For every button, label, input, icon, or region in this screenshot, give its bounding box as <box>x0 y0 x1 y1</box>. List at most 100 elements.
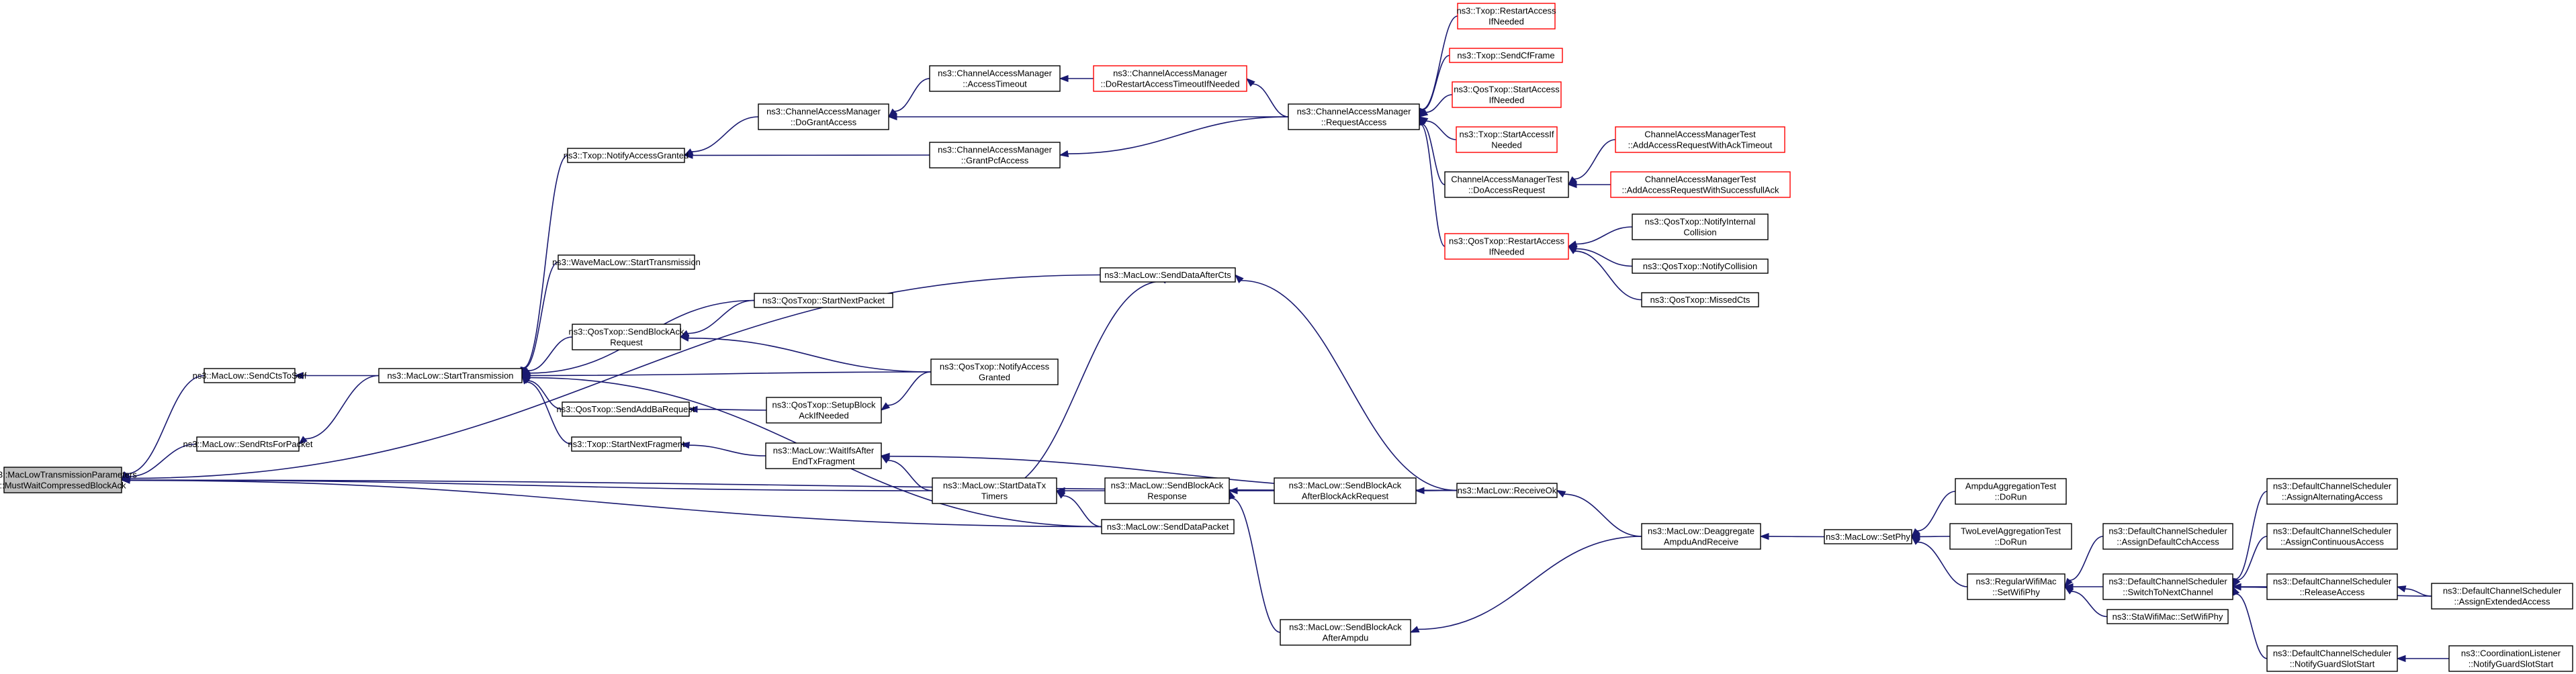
node-box <box>1288 103 1420 130</box>
node-txop-start-next-fragment[interactable]: ns3::Txop::StartNextFragment <box>568 436 685 452</box>
edge-deaggregate-to-receive-ok <box>1564 493 1642 537</box>
edge-arrowhead <box>1910 536 1920 545</box>
node-send-rts-for-packet[interactable]: ns3::MacLow::SendRtsForPacket <box>183 436 313 452</box>
node-coord-notify-guard[interactable]: ns3::CoordinationListener::NotifyGuardSl… <box>2448 645 2573 672</box>
node-label: ns3::MacLow::StartTransmission <box>387 371 513 381</box>
node-set-phy[interactable]: ns3::MacLow::SetPhy <box>1824 529 1912 544</box>
edge-txop-start-access-to-cam-request-access <box>1426 120 1457 140</box>
node-label: ChannelAccessManagerTest <box>1644 130 1756 140</box>
edge-send-data-after-cts-to-root <box>129 274 1101 479</box>
node-box <box>2266 478 2398 505</box>
node-box <box>1949 523 2072 550</box>
edge-qos-send-add-ba-request-to-start-transmission <box>528 380 563 410</box>
node-txop-notify-access-granted[interactable]: ns3::Txop::NotifyAccessGranted <box>564 148 689 163</box>
node-txop-send-cf-frame[interactable]: ns3::Txop::SendCfFrame <box>1449 48 1563 63</box>
edge-arrowhead <box>887 113 897 121</box>
node-box <box>1641 292 1759 307</box>
node-cam-grant-pcf-access[interactable]: ns3::ChannelAccessManager::GrantPcfAcces… <box>929 142 1061 168</box>
edge-arrowhead <box>1055 490 1066 499</box>
edge-dcs-alternating-to-dcs-switch-to-next <box>2235 491 2268 580</box>
node-label: ns3::CoordinationListener <box>2461 648 2561 659</box>
node-qos-notify-access-granted[interactable]: ns3::QosTxop::NotifyAccessGranted <box>930 358 1059 385</box>
node-label: ns3::MacLow::SetPhy <box>1826 532 1910 542</box>
node-label: ns3::MacLow::ReceiveOk <box>1458 485 1557 495</box>
node-dcs-notify-guard[interactable]: ns3::DefaultChannelScheduler::NotifyGuar… <box>2266 645 2398 672</box>
node-wave-start-transmission[interactable]: ns3::WaveMacLow::StartTransmission <box>552 254 701 270</box>
edge-arrowhead <box>1234 274 1244 283</box>
edge-ampdu-test-to-set-phy <box>1917 491 1956 532</box>
node-dcs-extended[interactable]: ns3::DefaultChannelScheduler::AssignExte… <box>2431 583 2573 610</box>
node-send-data-after-cts[interactable]: ns3::MacLow::SendDataAfterCts <box>1100 267 1236 283</box>
node-cam-access-timeout[interactable]: ns3::ChannelAccessManager::AccessTimeout <box>929 65 1061 92</box>
node-label: Response <box>1147 491 1187 501</box>
node-two-level-test[interactable]: TwoLevelAggregationTest::DoRun <box>1949 523 2072 550</box>
node-label: ns3::MacLow::SendBlockAck <box>1289 622 1402 632</box>
graph-nodes: ns3::MacLowTransmissionParameters::MustW… <box>0 3 2573 672</box>
node-cam-do-restart[interactable]: ns3::ChannelAccessManager::DoRestartAcce… <box>1093 65 1247 92</box>
node-ampdu-test[interactable]: AmpduAggregationTest::DoRun <box>1955 478 2067 505</box>
node-label: ns3::DefaultChannelScheduler <box>2108 526 2227 536</box>
node-label: AmpduAggregationTest <box>1965 481 2057 491</box>
node-dcs-alternating[interactable]: ns3::DefaultChannelScheduler::AssignAlte… <box>2266 478 2398 505</box>
node-cam-do-grant-access[interactable]: ns3::ChannelAccessManager::DoGrantAccess <box>758 103 889 130</box>
node-sta-set-wifi-phy[interactable]: ns3::StaWifiMac::SetWifiPhy <box>2106 609 2229 624</box>
node-qos-missed-cts[interactable]: ns3::QosTxop::MissedCts <box>1641 292 1759 307</box>
node-camt-add-timeout[interactable]: ChannelAccessManagerTest::AddAccessReque… <box>1615 126 1785 153</box>
node-label: ns3::ChannelAccessManager <box>938 68 1052 79</box>
node-send-block-ack-after-bar[interactable]: ns3::MacLow::SendBlockAckAfterBlockAckRe… <box>1274 477 1417 504</box>
node-label: ns3::QosTxop::SetupBlock <box>772 400 876 410</box>
node-label: ns3::Txop::SendCfFrame <box>1457 50 1554 60</box>
node-box <box>1615 126 1785 153</box>
node-qos-notify-collision[interactable]: ns3::QosTxop::NotifyCollision <box>1632 258 1769 274</box>
edge-arrowhead <box>1567 181 1577 189</box>
node-box <box>2106 609 2229 624</box>
node-box <box>378 368 523 383</box>
edge-qos-start-access-to-cam-request-access <box>1425 94 1453 113</box>
edge-arrowhead <box>688 405 698 413</box>
node-root[interactable]: ns3::MacLowTransmissionParameters::MustW… <box>0 467 137 493</box>
node-qos-start-next-packet[interactable]: ns3::QosTxop::StartNextPacket <box>754 293 893 308</box>
node-label: ns3::Txop::StartAccessIf <box>1460 130 1554 140</box>
node-regular-set-wifi-phy[interactable]: ns3::RegularWifiMac::SetWifiPhy <box>1967 573 2066 600</box>
node-label: ns3::Txop::NotifyAccessGranted <box>564 150 689 160</box>
node-label: ns3::QosTxop::StartAccess <box>1454 85 1560 95</box>
node-label: ns3::DefaultChannelScheduler <box>2273 648 2392 659</box>
edge-arrowhead <box>1228 487 1238 495</box>
node-camt-do-access-request[interactable]: ChannelAccessManagerTest::DoAccessReques… <box>1444 171 1569 198</box>
edge-qos-send-block-ack-request-to-start-transmission <box>528 336 573 371</box>
node-qos-send-add-ba-request[interactable]: ns3::QosTxop::SendAddBaRequest <box>557 401 695 417</box>
node-label: ns3::MacLow::StartDataTx <box>943 481 1047 491</box>
node-box <box>929 142 1061 168</box>
node-dcs-continuous[interactable]: ns3::DefaultChannelScheduler::AssignCont… <box>2266 523 2398 550</box>
node-send-cts-to-self[interactable]: ns3::MacLow::SendCtsToSelf <box>193 368 307 383</box>
edge-send-data-packet-to-root <box>129 479 1102 528</box>
edge-arrowhead <box>880 402 891 411</box>
edge-arrowhead <box>1418 109 1429 117</box>
node-send-data-packet[interactable]: ns3::MacLow::SendDataPacket <box>1101 519 1235 534</box>
node-receive-ok[interactable]: ns3::MacLow::ReceiveOk <box>1456 483 1558 498</box>
node-dcs-assign-default-cch[interactable]: ns3::DefaultChannelScheduler::AssignDefa… <box>2102 523 2233 550</box>
node-cam-request-access[interactable]: ns3::ChannelAccessManager::RequestAccess <box>1288 103 1420 130</box>
node-start-transmission[interactable]: ns3::MacLow::StartTransmission <box>378 368 523 383</box>
node-label: ns3::ChannelAccessManager <box>766 107 881 117</box>
node-camt-add-successful[interactable]: ChannelAccessManagerTest::AddAccessReque… <box>1610 171 1791 198</box>
node-label: ns3::ChannelAccessManager <box>1297 107 1411 117</box>
node-label: ::AccessTimeout <box>963 79 1027 89</box>
node-dcs-switch-to-next[interactable]: ns3::DefaultChannelScheduler::SwitchToNe… <box>2102 573 2233 600</box>
edge-arrowhead <box>2231 583 2241 591</box>
node-box <box>558 254 695 270</box>
node-label: ns3::MacLow::Deaggregate <box>1648 526 1755 536</box>
node-dcs-release[interactable]: ns3::DefaultChannelScheduler::ReleaseAcc… <box>2266 573 2398 600</box>
